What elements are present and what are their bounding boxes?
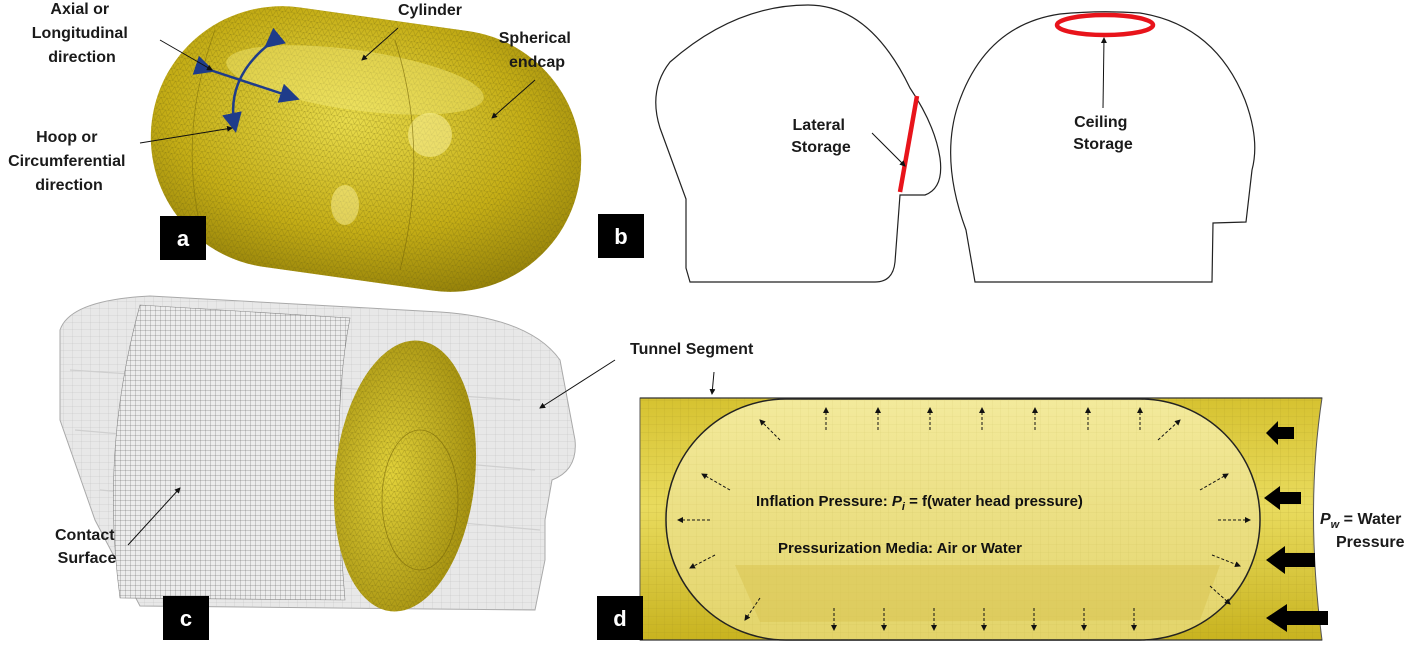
svg-text:b: b	[614, 224, 627, 249]
label-tunnel-segment: Tunnel Segment	[630, 341, 754, 358]
svg-text:c: c	[180, 606, 192, 631]
panel-a: Axial or Longitudinal direction Cylinder…	[8, 1, 582, 292]
direction-arrows	[192, 27, 300, 133]
label-water-pressure-line2: Pressure	[1336, 534, 1405, 551]
label-contact-surface: Contact Surface	[55, 527, 119, 567]
ceiling-storage	[1054, 12, 1156, 38]
water-pressure-arrows	[1264, 421, 1328, 632]
label-lateral-storage: Lateral Storage	[791, 117, 851, 156]
badge-b: b	[598, 214, 644, 258]
tunnel-profile-lateral	[655, 4, 942, 283]
label-cylinder: Cylinder	[398, 2, 462, 19]
label-pressurization-media: Pressurization Media: Air or Water	[778, 540, 1022, 557]
panel-b: Lateral Storage Ceiling Storage b	[598, 4, 1256, 283]
panel-d: Inflation Pressure: Pi = f(water head pr…	[597, 371, 1405, 641]
label-inflation-pressure: Inflation Pressure: Pi = f(water head pr…	[756, 493, 1083, 513]
label-hoop: Hoop or Circumferential direction	[8, 129, 130, 194]
label-ceiling-storage: Ceiling Storage	[1073, 114, 1133, 153]
svg-text:d: d	[613, 606, 626, 631]
badge-d: d	[597, 596, 643, 640]
lateral-storage	[897, 95, 920, 193]
svg-text:a: a	[177, 226, 190, 251]
badge-a: a	[160, 216, 206, 260]
tunnel-profile-ceiling	[950, 11, 1256, 283]
leader-lines-a	[139, 27, 536, 144]
panel-c: Tunnel Segment Contact Surface c	[55, 295, 754, 640]
inflation-arrows	[677, 407, 1251, 631]
badge-c: c	[163, 596, 209, 640]
label-spherical-endcap: Spherical endcap	[499, 30, 575, 71]
label-water-pressure: Pw = Water	[1320, 511, 1401, 531]
label-axial: Axial or Longitudinal direction	[32, 1, 132, 66]
